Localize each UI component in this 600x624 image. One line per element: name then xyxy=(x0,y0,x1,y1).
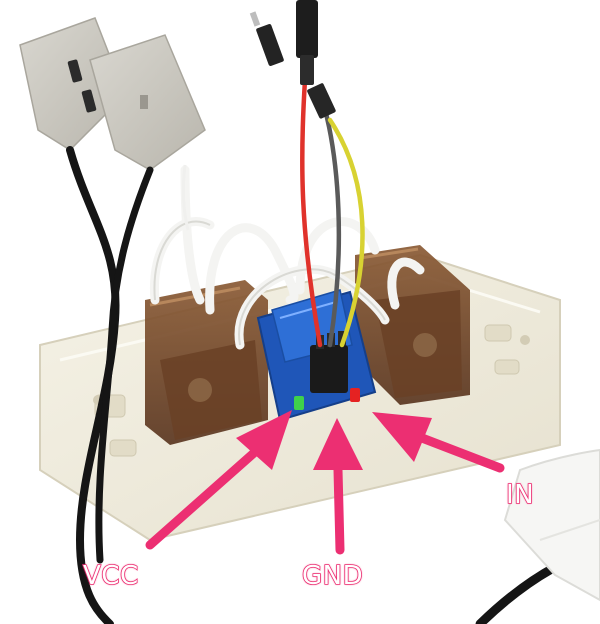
right-terminal-block xyxy=(355,245,470,405)
right-plug xyxy=(89,34,206,171)
jumper-wires xyxy=(299,77,365,348)
label-in: IN xyxy=(505,480,535,510)
label-gnd: GND xyxy=(301,561,364,591)
in-arrow xyxy=(372,412,505,473)
led-green xyxy=(294,396,304,410)
dupont-connectors xyxy=(249,0,336,119)
annotation-arrows xyxy=(145,410,505,555)
vcc-arrow xyxy=(145,410,292,550)
header-connector xyxy=(310,345,348,393)
left-plug xyxy=(19,17,126,151)
bottom-right-plug xyxy=(503,448,600,602)
relay-module xyxy=(256,289,377,422)
label-vcc: VCC xyxy=(82,561,139,591)
gnd-arrow xyxy=(313,418,363,555)
led-red xyxy=(350,388,360,402)
